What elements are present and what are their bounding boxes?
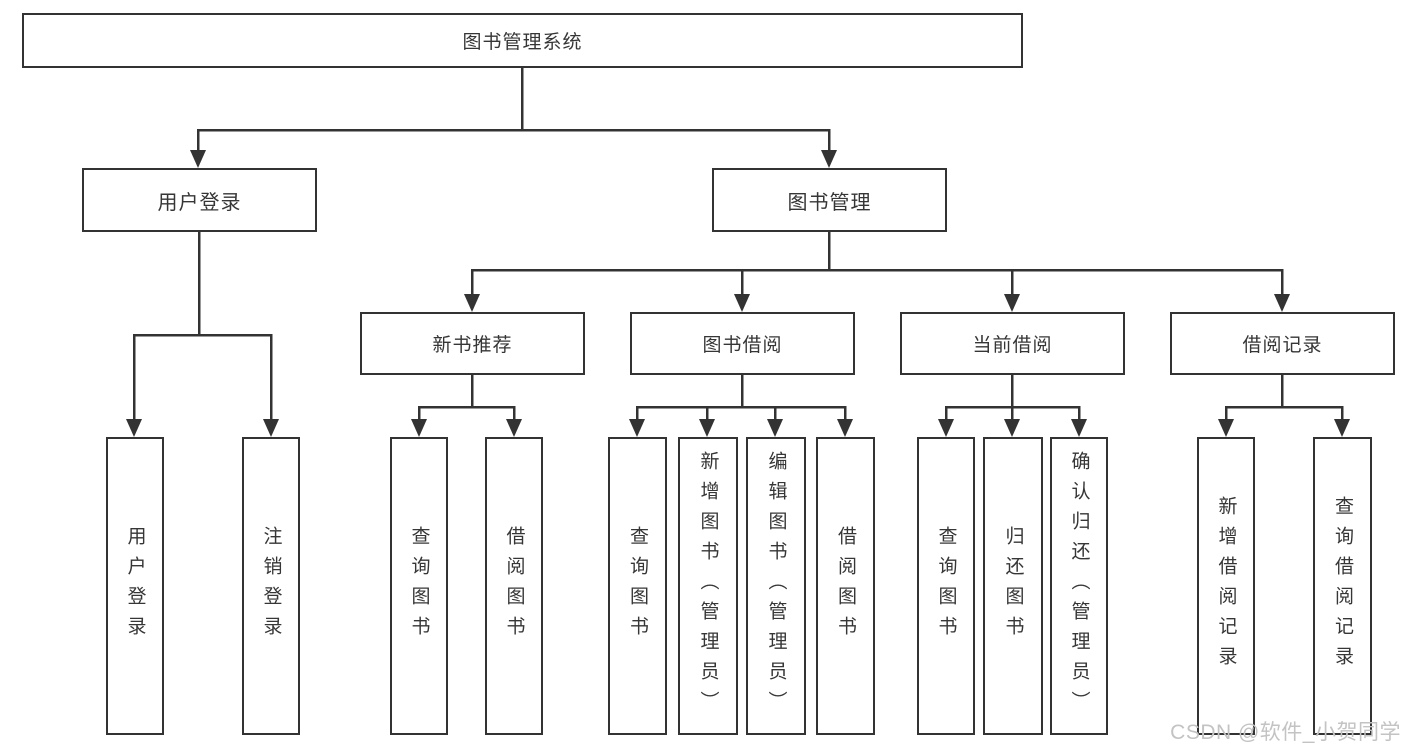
node-book-borrow: 图书借阅 [630, 312, 855, 375]
leaf-query-books-current: 查询图书 [917, 437, 975, 735]
node-user-login: 用户登录 [82, 168, 317, 232]
leaf-query-books-recommend: 查询图书 [390, 437, 448, 735]
leaf-confirm-return-admin: 确认归还（管理员） [1050, 437, 1108, 735]
leaf-edit-books-admin: 编辑图书（管理员） [746, 437, 806, 735]
node-borrow-records: 借阅记录 [1170, 312, 1395, 375]
leaf-query-borrow-record: 查询借阅记录 [1313, 437, 1372, 735]
node-new-book-recommend: 新书推荐 [360, 312, 585, 375]
node-library-management-system: 图书管理系统 [22, 13, 1023, 68]
leaf-query-books-borrow: 查询图书 [608, 437, 667, 735]
leaf-user-login: 用户登录 [106, 437, 164, 735]
leaf-logout: 注销登录 [242, 437, 300, 735]
leaf-add-books-admin: 新增图书（管理员） [678, 437, 738, 735]
leaf-borrow-books: 借阅图书 [816, 437, 875, 735]
node-current-borrow: 当前借阅 [900, 312, 1125, 375]
leaf-return-books: 归还图书 [983, 437, 1043, 735]
leaf-borrow-books-recommend: 借阅图书 [485, 437, 543, 735]
csdn-watermark: CSDN @软件_小贺同学 [1170, 721, 1401, 744]
node-book-management: 图书管理 [712, 168, 947, 232]
leaf-add-borrow-record: 新增借阅记录 [1197, 437, 1255, 735]
